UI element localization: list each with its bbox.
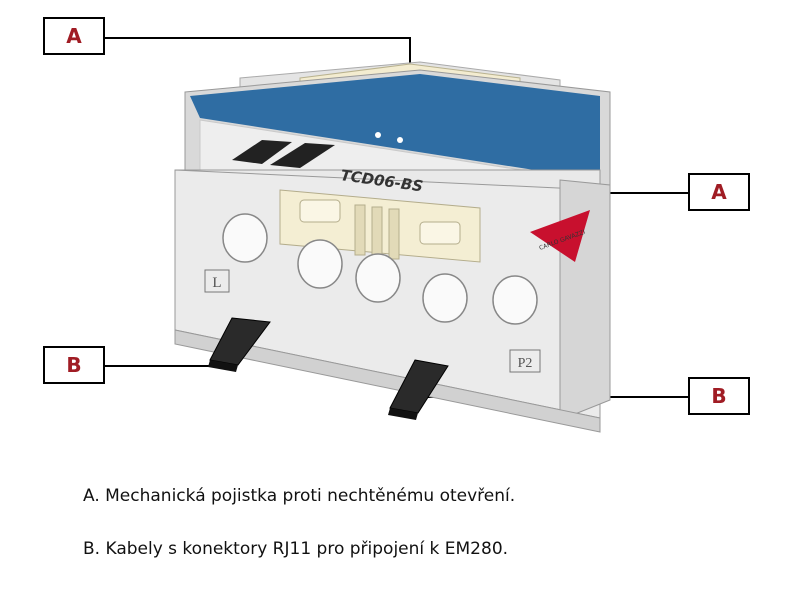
- terminal-label-p2: P2: [518, 356, 533, 371]
- callout-b-right: B: [688, 377, 750, 415]
- callout-letter: B: [711, 384, 727, 408]
- device-illustration: L P2 TCD06-BS CARLO GAVAZZI: [104, 37, 690, 433]
- callout-letter: A: [711, 180, 727, 204]
- terminal-openings: [222, 213, 538, 325]
- callout-b-left: B: [43, 346, 105, 384]
- rj11-cable-left: [208, 317, 271, 372]
- callout-letter: A: [66, 24, 82, 48]
- callout-a-top: A: [43, 17, 105, 55]
- terminal-label-l: L: [212, 275, 221, 291]
- callout-a-middle: A: [688, 173, 750, 211]
- rj11-cable-right: [388, 359, 449, 420]
- legend-item-a: A. Mechanická pojistka proti nechtěnému …: [83, 486, 516, 506]
- callout-letter: B: [66, 353, 82, 377]
- legend-item-b: B. Kabely s konektory RJ11 pro připojení…: [83, 539, 509, 559]
- brand-logo: [530, 210, 590, 262]
